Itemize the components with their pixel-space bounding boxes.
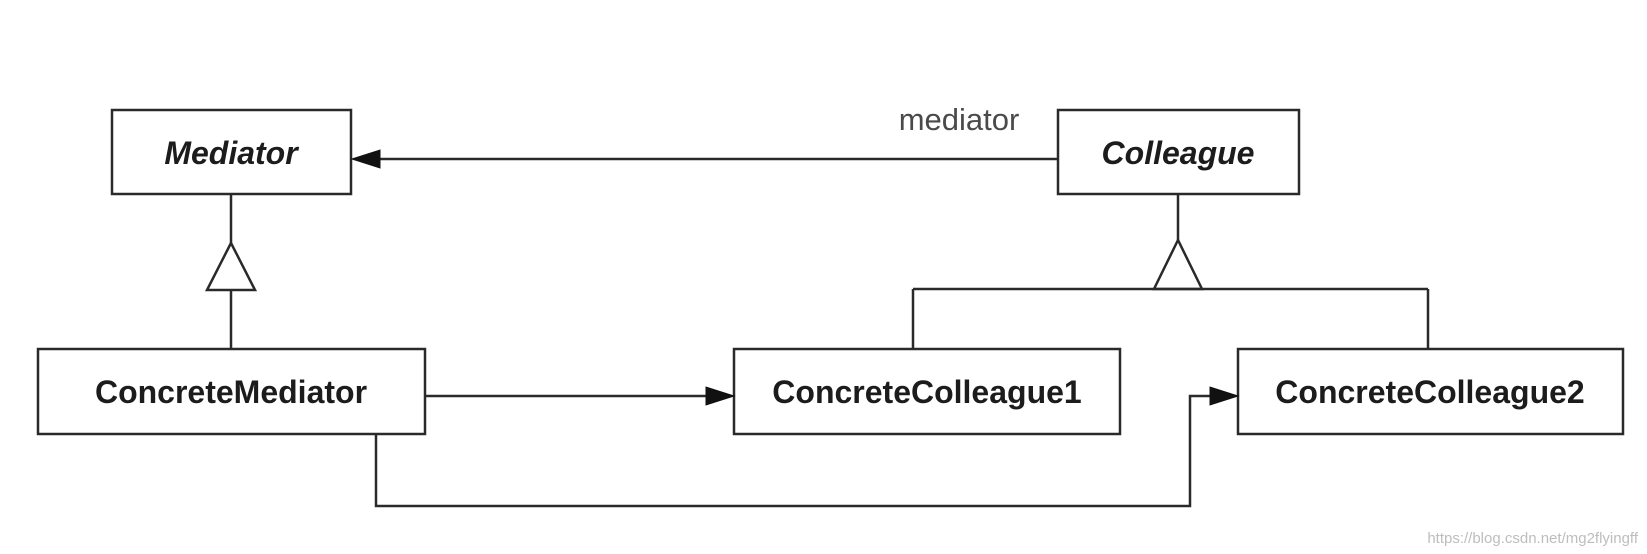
concrete-colleague1-class-box: ConcreteColleague1 xyxy=(732,347,1122,436)
colleague-class-box: Colleague xyxy=(1056,108,1301,196)
concrete-mediator-to-colleague2-association xyxy=(374,386,1240,508)
concrete-colleague2-class-box: ConcreteColleague2 xyxy=(1236,347,1625,436)
colleague1-association-arrowhead xyxy=(705,386,736,406)
colleague-generalization xyxy=(911,194,1430,349)
mediator-association-arrowhead xyxy=(350,149,381,169)
mediator-class-name: Mediator xyxy=(164,135,299,171)
mediator-generalization-triangle xyxy=(204,240,258,292)
colleague-class-name: Colleague xyxy=(1102,135,1255,171)
concrete-mediator-to-colleague1-association xyxy=(425,386,736,406)
colleague-generalization-triangle xyxy=(1151,237,1205,291)
mediator-generalization xyxy=(204,194,258,349)
concrete-mediator-class-box: ConcreteMediator xyxy=(36,347,427,436)
colleague2-association-arrowhead xyxy=(1209,386,1240,406)
mediator-class-box: Mediator xyxy=(110,108,353,196)
mediator-role-label: mediator xyxy=(899,102,1020,137)
concrete-colleague2-class-name: ConcreteColleague2 xyxy=(1275,374,1584,410)
concrete-mediator-class-name: ConcreteMediator xyxy=(95,374,367,410)
colleague2-association-line xyxy=(374,394,1210,508)
mediator-association: mediator xyxy=(350,102,1058,169)
concrete-colleague1-class-name: ConcreteColleague1 xyxy=(772,374,1081,410)
watermark-text: https://blog.csdn.net/mg2flyingff xyxy=(1427,530,1639,547)
